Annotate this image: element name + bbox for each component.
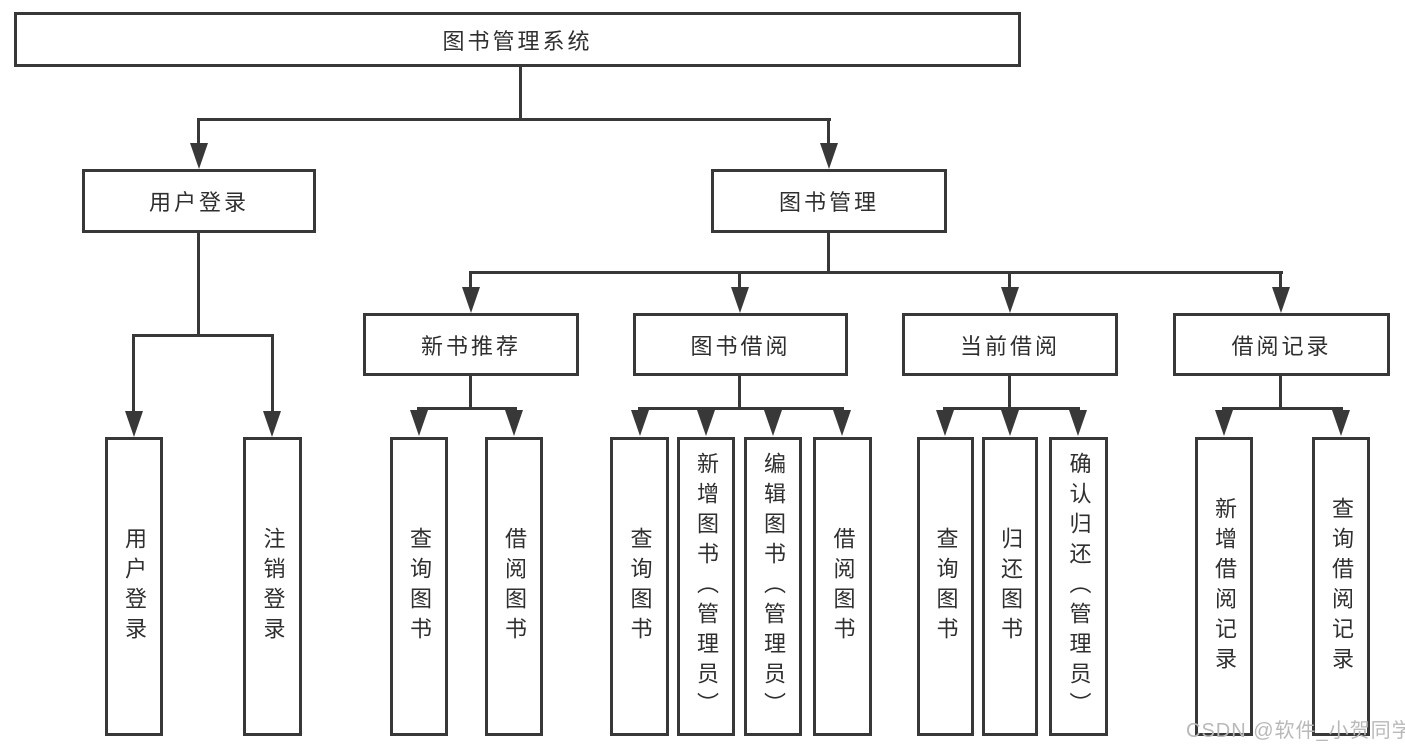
connector-drop-book-management xyxy=(827,118,830,146)
arrow-down-icon xyxy=(190,143,208,169)
connector-drop-user-login xyxy=(197,118,200,146)
leaf-user-login: 用户登录 xyxy=(105,437,163,736)
leaf-query-books-borrowing: 查询图书 xyxy=(610,437,669,736)
connector-drop-leaf xyxy=(132,334,135,412)
node-book-management: 图书管理 xyxy=(711,169,947,233)
leaf-edit-book-admin: 编辑图书（管理员） xyxy=(744,437,802,736)
arrow-down-icon xyxy=(820,143,838,169)
node-user-login: 用户登录 xyxy=(82,169,316,233)
leaf-label: 注销登录 xyxy=(260,526,286,647)
csdn-watermark: CSDN @软件_小贺同学 xyxy=(1186,720,1405,742)
arrow-down-icon xyxy=(697,410,715,436)
connector-module-stem xyxy=(469,374,472,410)
leaf-logout: 注销登录 xyxy=(243,437,302,736)
connector-drop-leaf xyxy=(271,334,274,412)
node-library-management-system: 图书管理系统 xyxy=(14,12,1021,67)
arrow-down-icon xyxy=(1272,287,1290,313)
connector-level1-branch xyxy=(197,118,831,121)
leaf-label: 借阅图书 xyxy=(830,526,856,647)
arrow-down-icon xyxy=(764,410,782,436)
node-label: 借阅记录 xyxy=(1231,333,1332,359)
leaf-label: 借阅图书 xyxy=(502,526,527,647)
connector-module-stem xyxy=(738,374,741,410)
connector-module-branch xyxy=(638,407,844,410)
connector-module-stem xyxy=(1008,374,1011,410)
arrow-down-icon xyxy=(631,410,649,436)
arrow-down-icon xyxy=(1215,410,1233,436)
arrow-down-icon xyxy=(1332,410,1350,436)
connector-root-stem xyxy=(519,65,522,120)
node-new-book-recommend: 新书推荐 xyxy=(363,313,579,376)
arrow-down-icon xyxy=(833,410,851,436)
arrow-down-icon xyxy=(1001,287,1019,313)
node-label: 用户登录 xyxy=(148,190,249,215)
connector-module-stem xyxy=(1279,374,1282,410)
arrow-down-icon xyxy=(936,410,954,436)
arrow-down-icon xyxy=(125,411,143,437)
leaf-label: 查询借阅记录 xyxy=(1329,496,1354,677)
connector-drop-module xyxy=(1008,271,1011,289)
node-label: 图书管理系统 xyxy=(442,28,593,54)
leaf-add-borrow-record: 新增借阅记录 xyxy=(1195,437,1253,736)
leaf-label: 查询图书 xyxy=(407,526,432,647)
leaf-label: 编辑图书（管理员） xyxy=(761,451,786,722)
node-label: 新书推荐 xyxy=(420,333,521,359)
node-current-borrowing: 当前借阅 xyxy=(902,313,1118,376)
leaf-confirm-return-admin: 确认归还（管理员） xyxy=(1049,437,1108,736)
connector-drop-module xyxy=(738,271,741,289)
leaf-query-borrow-record: 查询借阅记录 xyxy=(1312,437,1370,736)
arrow-down-icon xyxy=(731,287,749,313)
leaf-label: 查询图书 xyxy=(627,526,653,647)
leaf-return-books: 归还图书 xyxy=(982,437,1038,736)
leaf-borrow-books-borrowing: 借阅图书 xyxy=(813,437,872,736)
arrow-down-icon xyxy=(462,287,480,313)
leaf-label: 新增借阅记录 xyxy=(1212,496,1237,677)
node-book-borrowing: 图书借阅 xyxy=(633,313,848,376)
arrow-down-icon xyxy=(1001,410,1019,436)
connector-module-branch xyxy=(1222,407,1343,410)
leaf-label: 用户登录 xyxy=(122,526,147,647)
connector-user-login-branch xyxy=(132,334,274,337)
leaf-add-book-admin: 新增图书（管理员） xyxy=(677,437,735,736)
node-label: 当前借阅 xyxy=(959,333,1060,359)
connector-drop-module xyxy=(469,271,472,289)
arrow-down-icon xyxy=(410,410,428,436)
leaf-query-books-recommend: 查询图书 xyxy=(390,437,448,736)
connector-module-branch xyxy=(943,407,1080,410)
node-label: 图书借阅 xyxy=(690,333,791,359)
connector-user-login-stem xyxy=(197,232,200,335)
connector-level3-branch xyxy=(469,271,1283,274)
leaf-borrow-books-recommend: 借阅图书 xyxy=(485,437,543,736)
arrow-down-icon xyxy=(505,410,523,436)
arrow-down-icon xyxy=(263,411,281,437)
node-label: 图书管理 xyxy=(778,190,879,215)
arrow-down-icon xyxy=(1069,410,1087,436)
connector-drop-module xyxy=(1279,271,1282,289)
leaf-label: 归还图书 xyxy=(998,526,1023,647)
connector-module-branch xyxy=(417,407,517,410)
connector-book-management-stem xyxy=(827,232,830,273)
leaf-label: 确认归还（管理员） xyxy=(1066,451,1092,722)
node-borrowing-records: 借阅记录 xyxy=(1173,313,1390,376)
leaf-query-books-current: 查询图书 xyxy=(917,437,974,736)
leaf-label: 新增图书（管理员） xyxy=(694,451,719,722)
leaf-label: 查询图书 xyxy=(933,526,959,647)
